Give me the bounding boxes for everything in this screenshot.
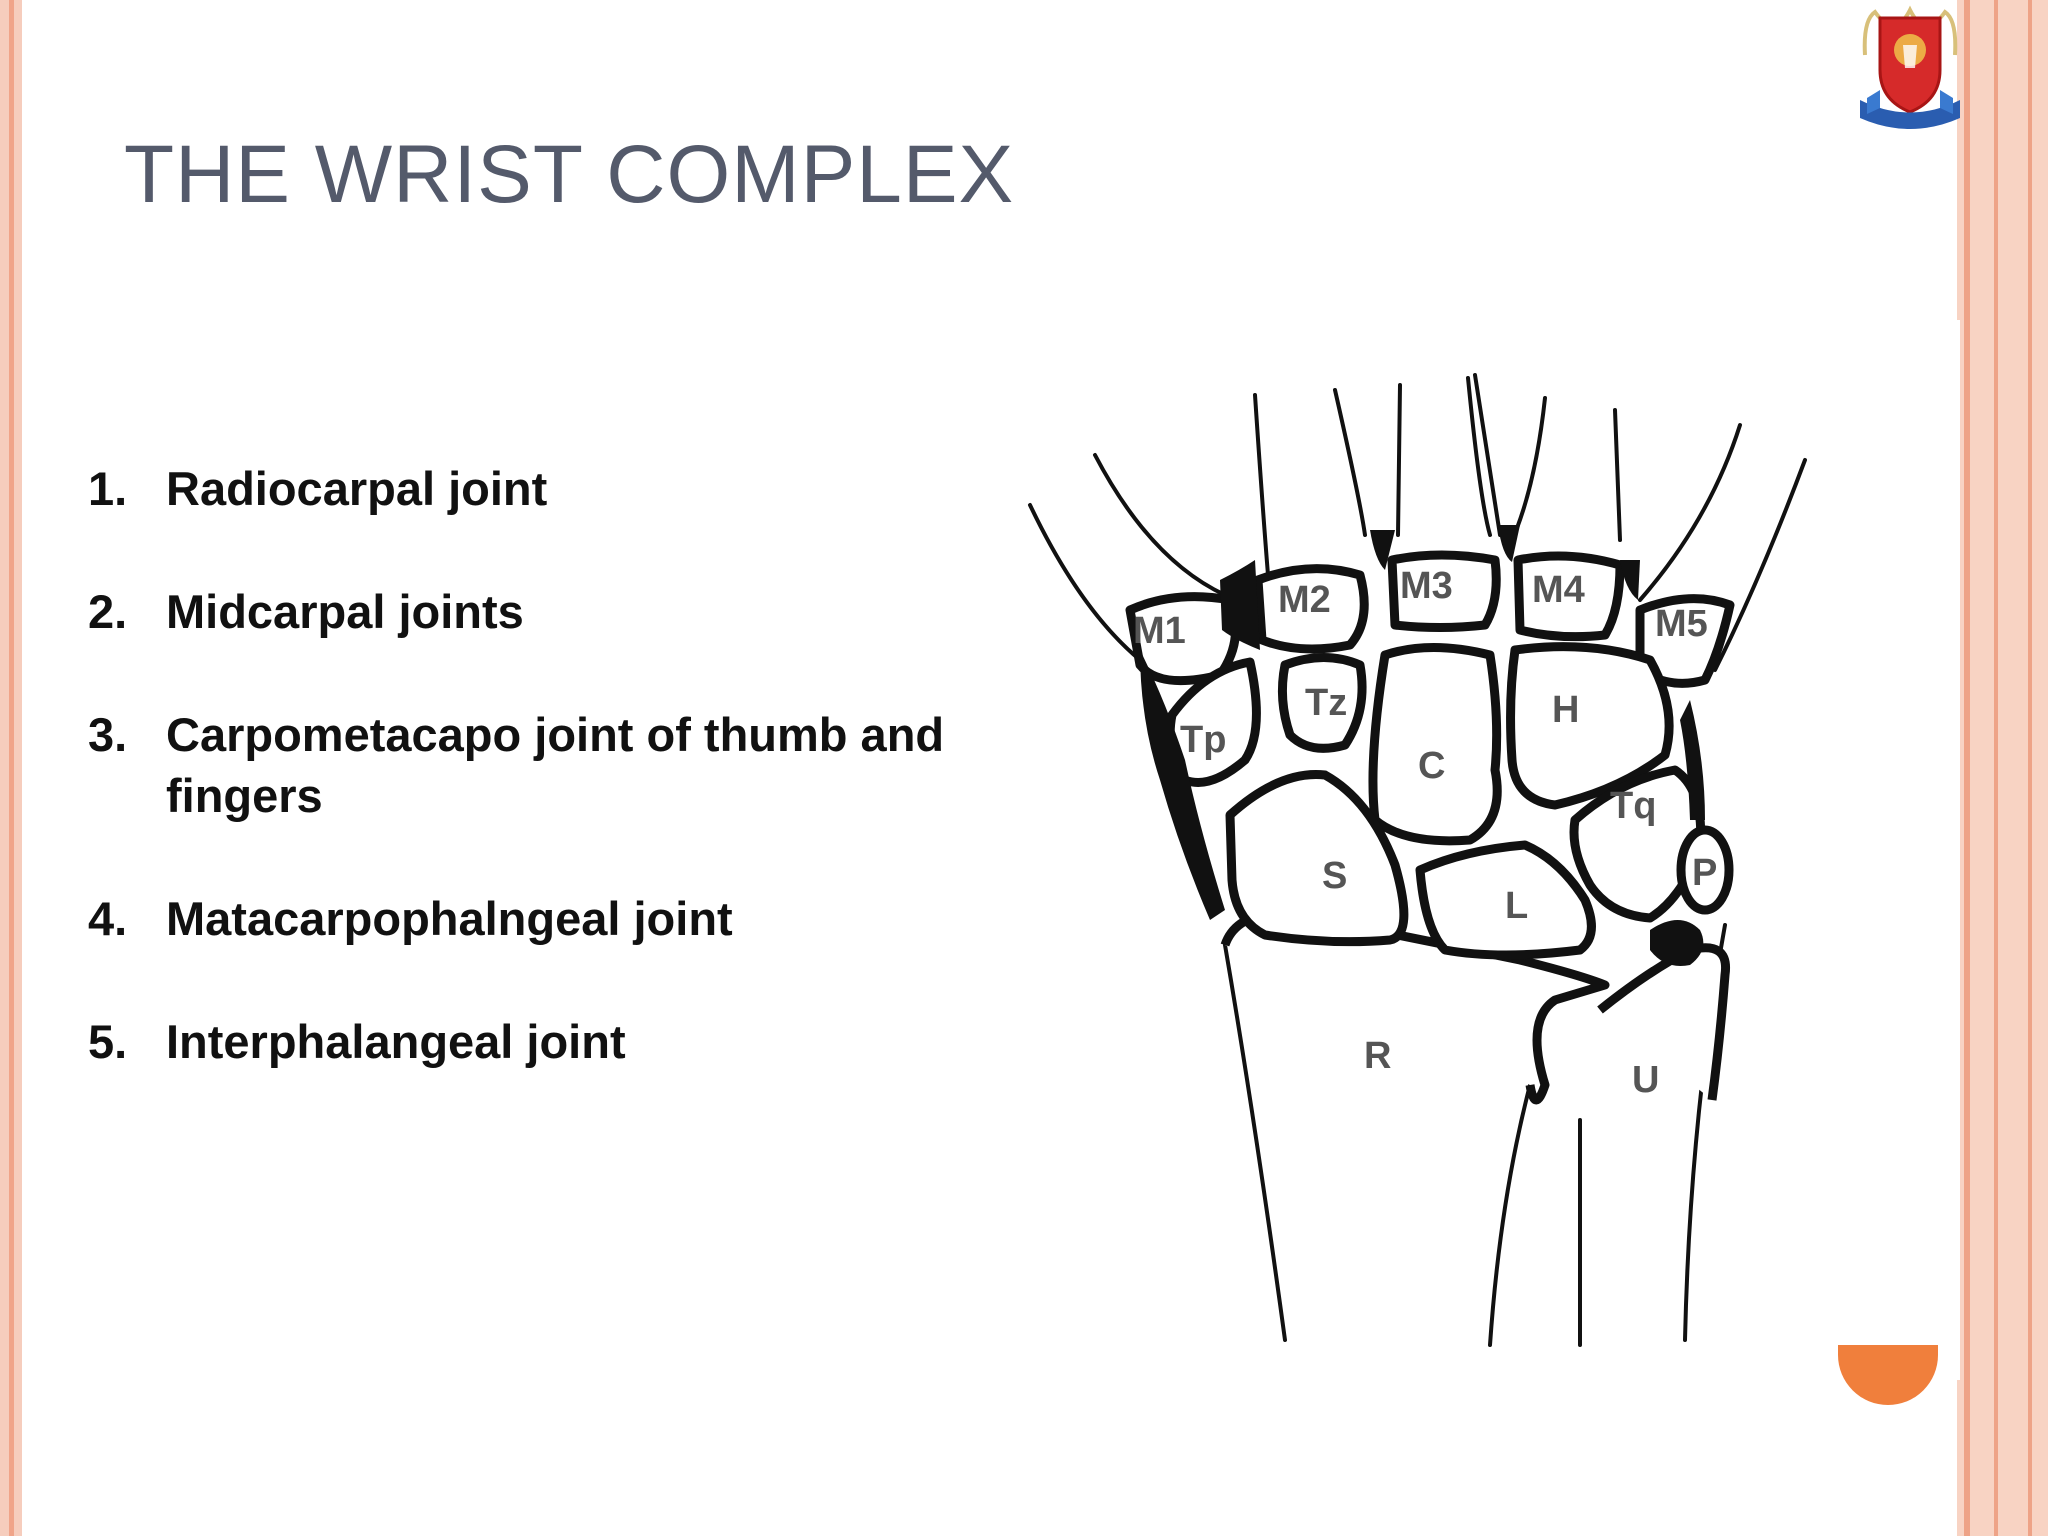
list-text: Midcarpal joints xyxy=(166,585,524,638)
list-number: 2. xyxy=(88,585,128,638)
joint-list: 1. Radiocarpal joint 2. Midcarpal joints… xyxy=(88,458,1048,1134)
bone-label-l: L xyxy=(1505,885,1528,927)
list-number: 5. xyxy=(88,1015,128,1068)
bone-label-tz: Tz xyxy=(1305,682,1347,724)
list-item: 1. Radiocarpal joint xyxy=(88,458,1048,519)
bone-label-tq: Tq xyxy=(1610,785,1656,827)
list-number: 1. xyxy=(88,462,128,515)
right-border xyxy=(1957,0,2048,1536)
bone-label-m2: M2 xyxy=(1278,579,1331,621)
content-panel xyxy=(1800,320,1960,1380)
slide-title: THE WRIST COMPLEX xyxy=(124,129,1015,220)
bone-label-m5: M5 xyxy=(1655,603,1708,645)
bone-label-r: R xyxy=(1364,1035,1391,1077)
list-item: 2. Midcarpal joints xyxy=(88,581,1048,642)
university-crest-icon xyxy=(1860,5,1960,129)
right-border-line xyxy=(1964,0,1970,1536)
bone-label-m4: M4 xyxy=(1532,569,1585,611)
left-border-line xyxy=(9,0,14,1536)
list-item: 3. Carpometacapo joint of thumb and fing… xyxy=(88,704,1048,826)
wrist-bone-diagram: M1 M2 M3 M4 M5 Tz Tp C H Tq S L P R U xyxy=(1028,373,1807,1347)
bone-label-tp: Tp xyxy=(1180,719,1226,761)
list-text: Radiocarpal joint xyxy=(166,462,548,515)
list-number: 4. xyxy=(88,892,128,945)
list-item: 4. Matacarpophalngeal joint xyxy=(88,888,1048,949)
bone-label-c: C xyxy=(1418,745,1445,787)
right-border-line xyxy=(2028,0,2032,1536)
list-text: Carpometacapo joint of thumb and fingers xyxy=(166,708,945,822)
bone-label-m3: M3 xyxy=(1400,565,1453,607)
bone-label-m1: M1 xyxy=(1133,610,1186,652)
bone-label-u: U xyxy=(1632,1059,1659,1101)
list-text: Matacarpophalngeal joint xyxy=(166,892,733,945)
right-border-line xyxy=(1994,0,1998,1536)
bone-label-s: S xyxy=(1322,855,1347,897)
list-item: 5. Interphalangeal joint xyxy=(88,1011,1048,1072)
bone-label-p: P xyxy=(1692,852,1717,894)
list-text: Interphalangeal joint xyxy=(166,1015,626,1068)
bone-label-h: H xyxy=(1552,689,1579,731)
list-number: 3. xyxy=(88,708,128,761)
